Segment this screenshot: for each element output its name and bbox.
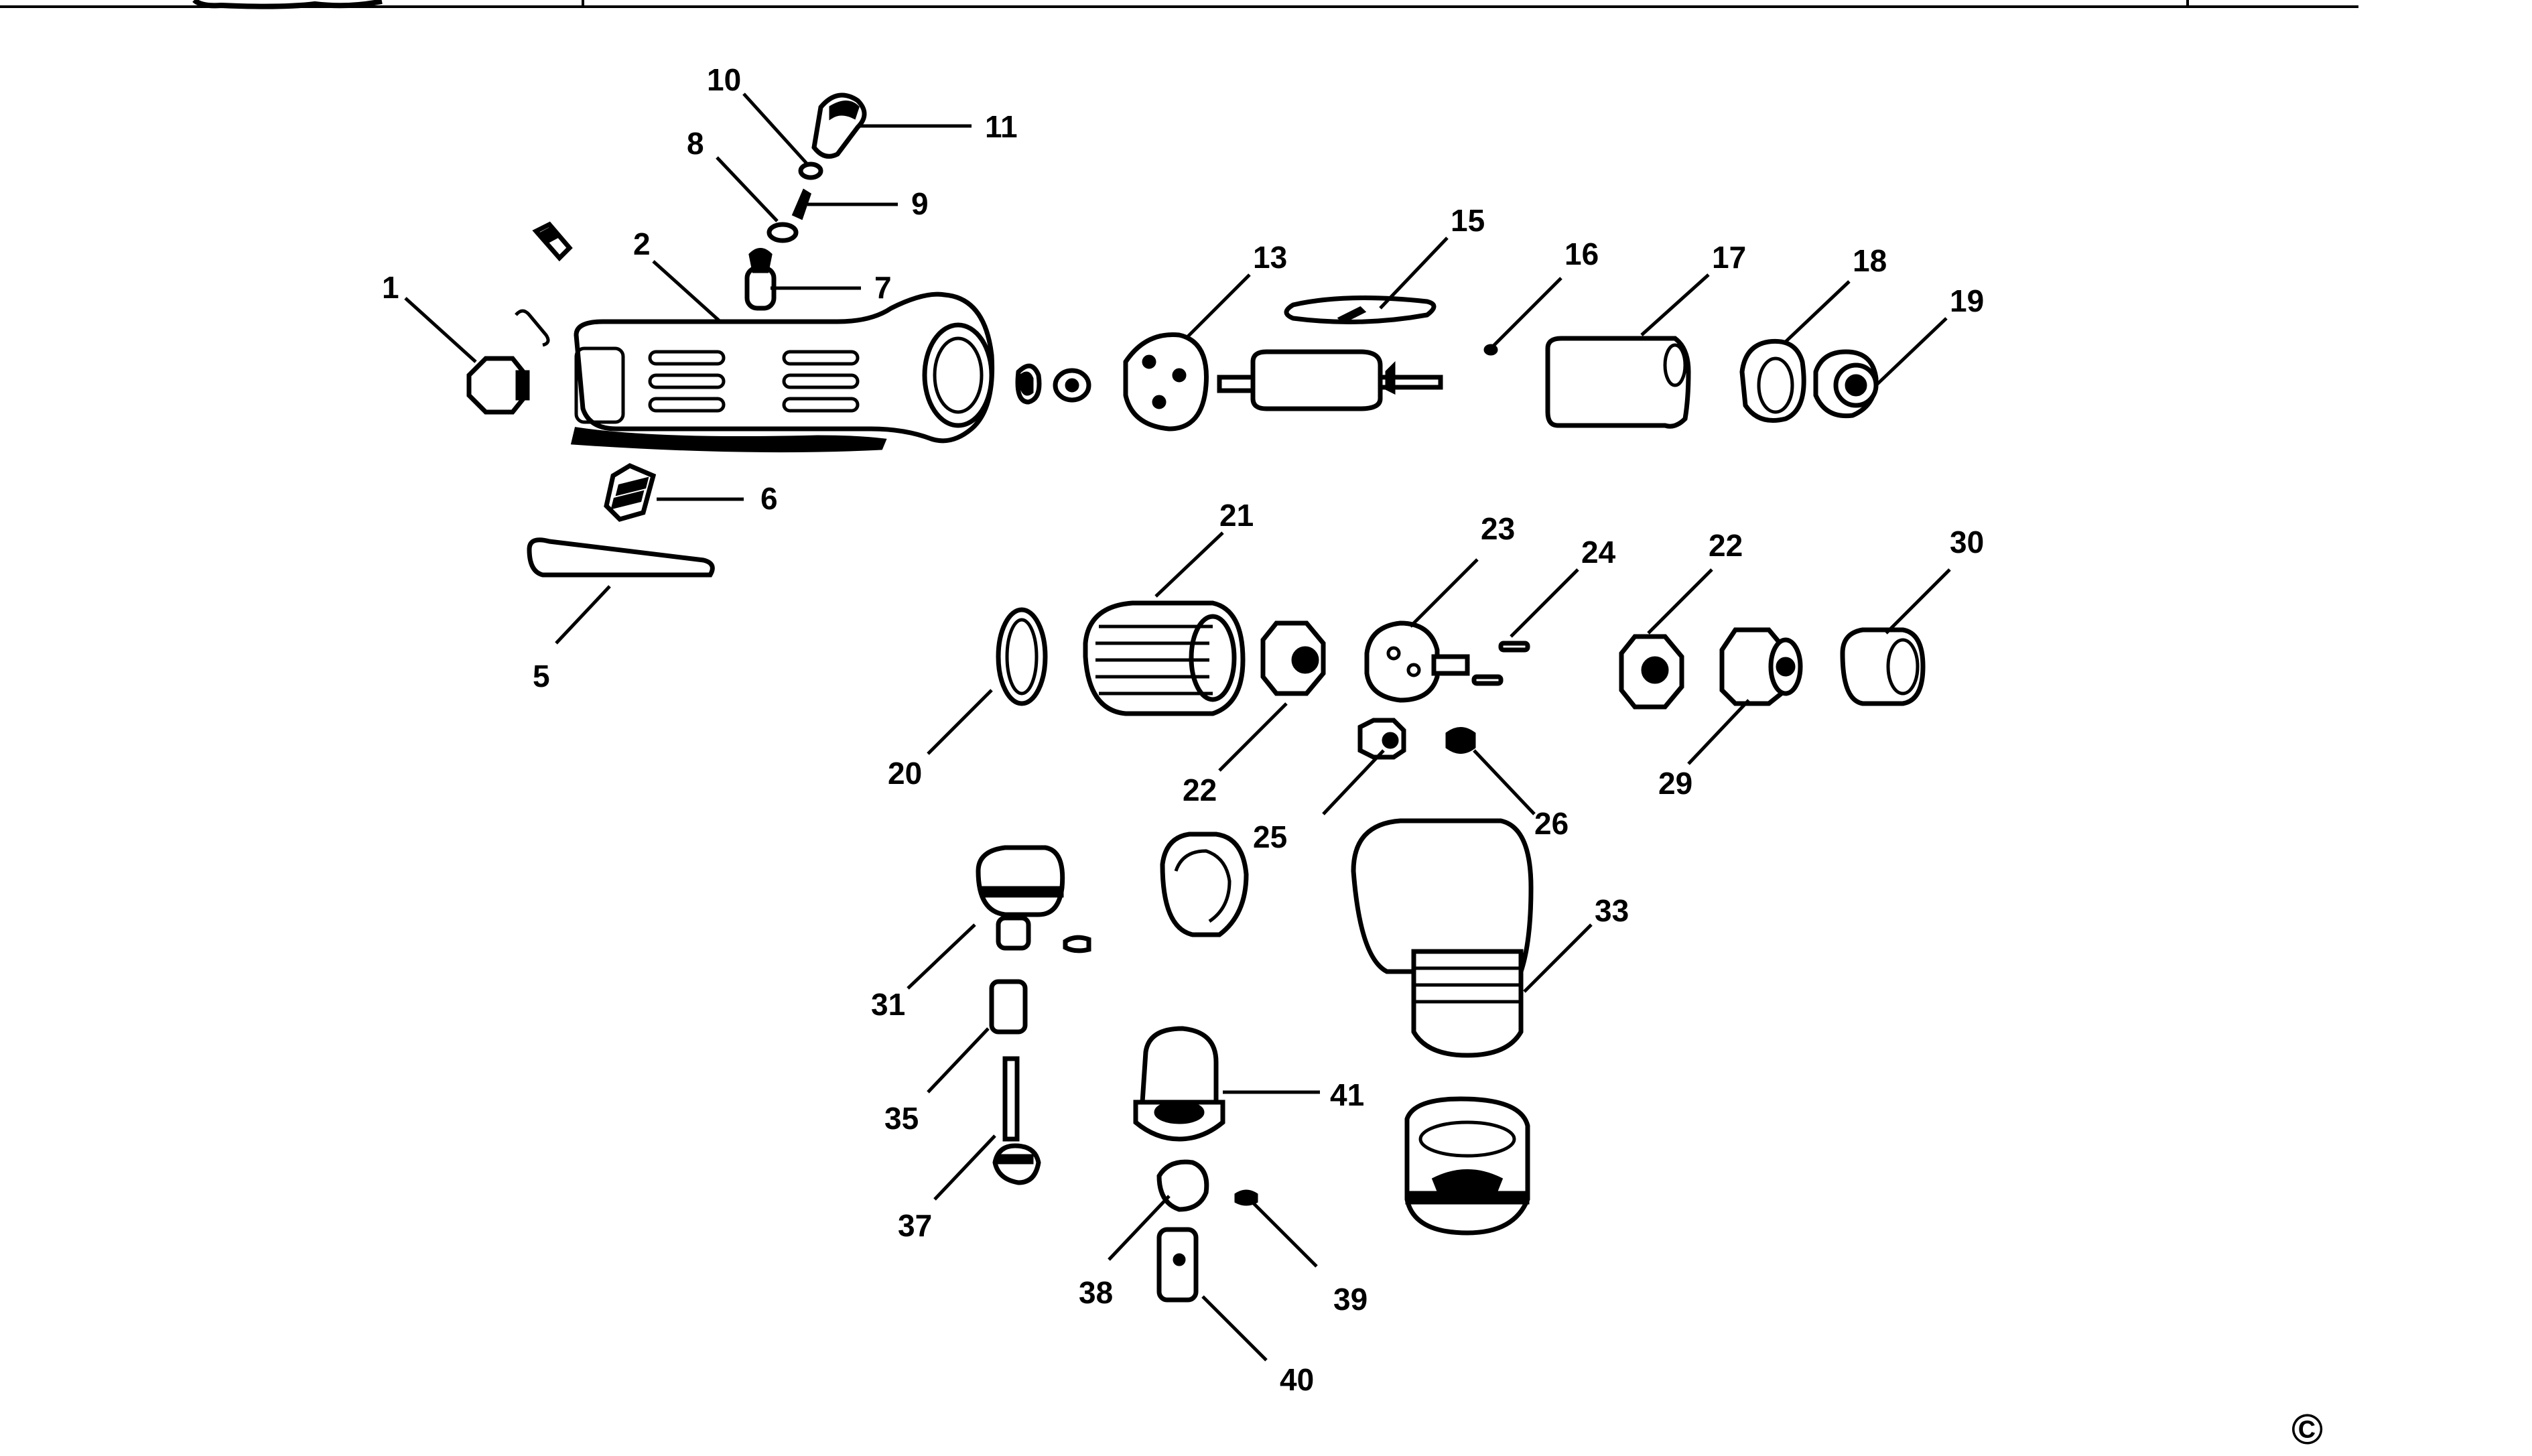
part-41-cap [1133, 1026, 1225, 1142]
callout-31: 31 [871, 987, 905, 1022]
part-small-ring-b [1053, 368, 1091, 403]
callout-22a: 22 [1183, 773, 1217, 807]
callout-38: 38 [1079, 1275, 1113, 1310]
part-18-ring [1739, 338, 1806, 423]
part-29-hexnut [1719, 627, 1803, 706]
part-19-bearing [1813, 349, 1879, 419]
part-small-ring-a [1015, 363, 1042, 405]
part-22-bearing-right [1619, 634, 1684, 710]
leader-lines [404, 92, 1951, 1362]
callout-29: 29 [1658, 766, 1692, 801]
callout-41: 41 [1330, 1077, 1364, 1112]
part-15-vane [1284, 295, 1437, 324]
part-5-lever [527, 537, 715, 578]
callout-19: 19 [1950, 283, 1984, 318]
part-22-bearing-left [1260, 620, 1326, 696]
part-2-housing [570, 291, 995, 453]
callout-11: 11 [985, 109, 1018, 144]
part-spring-clip [515, 309, 550, 347]
part-37-bolt [992, 1056, 1041, 1185]
part-small-plug [532, 221, 573, 262]
part-40-anvil [1156, 1227, 1199, 1303]
part-7-valve [744, 248, 777, 311]
part-33-elbow [1351, 818, 1534, 1058]
callout-6: 6 [760, 481, 778, 516]
callout-10: 10 [707, 62, 741, 97]
part-11-cap [811, 92, 867, 159]
part-small-pin-a [1063, 935, 1091, 953]
part-9-pin [791, 188, 812, 220]
callout-18: 18 [1853, 243, 1887, 278]
part-socket-large [1404, 1096, 1530, 1236]
sheet-frame [0, 0, 2358, 9]
part-35-sleeve [989, 979, 1028, 1035]
part-26-pin [1445, 727, 1476, 754]
callout-16: 16 [1564, 237, 1599, 271]
callout-35: 35 [884, 1101, 919, 1136]
callout-17: 17 [1712, 240, 1746, 275]
callout-25: 25 [1253, 819, 1287, 854]
part-38-spacer [1156, 1159, 1209, 1212]
part-rotor [1217, 349, 1443, 411]
callout-21: 21 [1219, 498, 1254, 533]
part-13-endplate [1123, 332, 1209, 432]
callout-22b: 22 [1709, 528, 1743, 563]
part-25-gear [1357, 718, 1406, 760]
callout-1: 1 [382, 270, 399, 305]
callout-7: 7 [874, 270, 892, 305]
callout-8: 8 [687, 126, 704, 161]
callout-23: 23 [1481, 511, 1515, 546]
callout-37: 37 [898, 1208, 932, 1243]
part-8-oring [767, 222, 799, 243]
callout-5: 5 [533, 659, 550, 693]
copyright-symbol: © [2291, 1405, 2323, 1453]
callout-24: 24 [1581, 535, 1616, 570]
part-17-cylinder [1545, 336, 1691, 429]
part-39-ball [1234, 1189, 1258, 1206]
callout-15: 15 [1451, 203, 1485, 238]
callout-20: 20 [888, 756, 922, 791]
part-21-ring-gear [1083, 600, 1246, 716]
callout-26: 26 [1534, 806, 1569, 841]
part-31-head [976, 845, 1065, 951]
callout-labels: 1 2 5 6 7 8 9 10 11 13 15 16 17 18 19 20… [382, 62, 1984, 1397]
part-30-socket [1840, 627, 1926, 706]
callout-2: 2 [633, 226, 651, 261]
callout-13: 13 [1253, 240, 1287, 275]
part-6-fitting [604, 463, 657, 522]
part-24-pins [1471, 641, 1530, 686]
callout-39: 39 [1333, 1282, 1368, 1317]
callout-30: 30 [1950, 525, 1984, 559]
callout-40: 40 [1280, 1362, 1314, 1397]
part-10-washer [798, 161, 823, 180]
callout-33: 33 [1595, 893, 1629, 928]
part-hexnut-large [1160, 832, 1249, 937]
callout-9: 9 [911, 186, 929, 221]
part-20-gasket [996, 607, 1048, 706]
part-23-carrier [1364, 620, 1470, 703]
part-1-nut [466, 356, 530, 415]
part-drawings [466, 92, 1926, 1303]
